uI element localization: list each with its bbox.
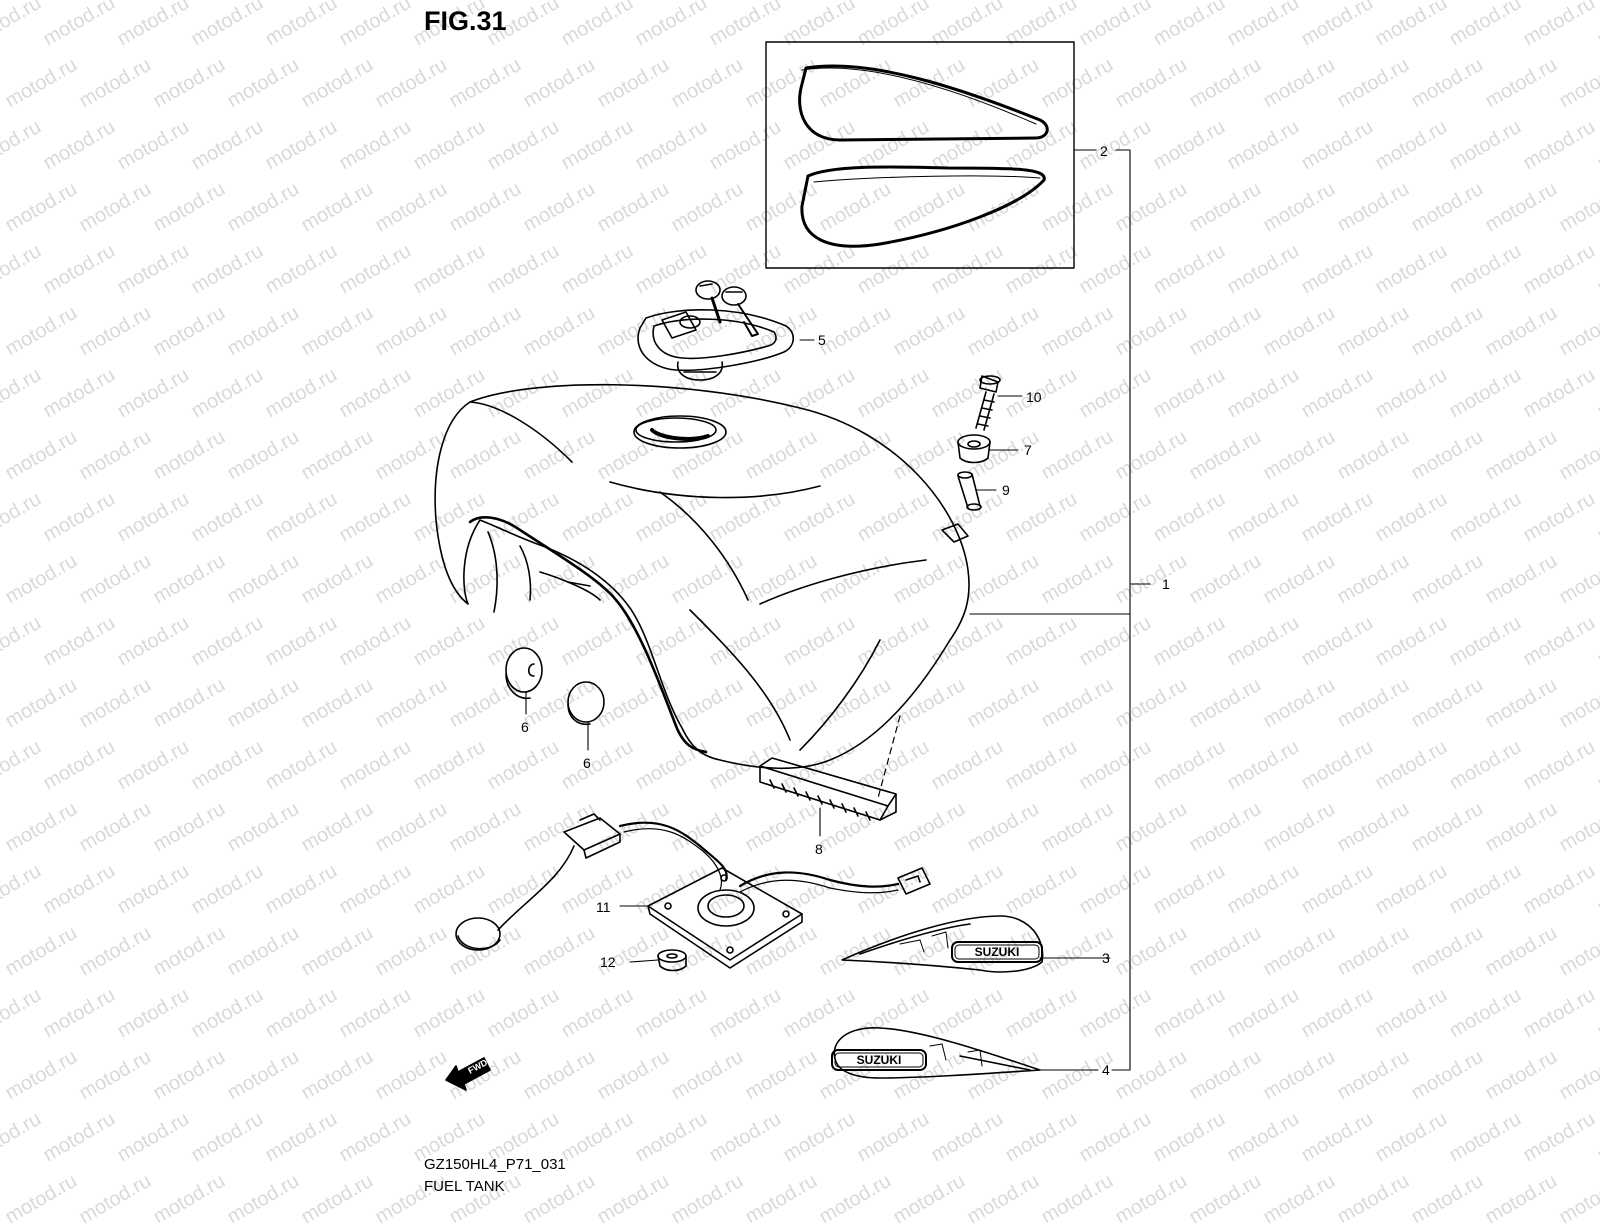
emblem-left: SUZUKI — [831, 1027, 1041, 1079]
rear-cushion — [759, 757, 897, 821]
fuel-tank — [434, 383, 970, 770]
emblem-right-text: SUZUKI — [975, 945, 1020, 959]
leader-lines — [525, 149, 1151, 1071]
fuel-level-gauge — [455, 813, 931, 969]
callout-4: 4 — [1102, 1062, 1110, 1078]
figure-title: FIG.31 — [424, 6, 507, 36]
mount-collar — [957, 471, 982, 511]
callout-5: 5 — [818, 332, 826, 348]
emblem-right: SUZUKI — [841, 915, 1044, 973]
mount-bolt — [975, 375, 1001, 431]
tank-pads-panel — [765, 41, 1075, 269]
exploded-view-drawing: SUZUKI SUZUKI FWD — [434, 41, 1151, 1091]
fwd-arrow-icon: FWD — [445, 1057, 491, 1091]
callout-6b: 6 — [583, 755, 591, 771]
callout-12: 12 — [600, 954, 616, 970]
gauge-nut — [657, 949, 687, 972]
diagram-code: GZ150HL4_P71_031 — [424, 1156, 566, 1173]
callout-10: 10 — [1026, 389, 1042, 405]
mount-cushion — [957, 434, 991, 464]
callout-7: 7 — [1024, 442, 1032, 458]
diagram-caption: FUEL TANK — [424, 1178, 505, 1195]
fuel-cap — [637, 280, 795, 381]
guide-line-8 — [877, 715, 901, 799]
callout-11: 11 — [596, 899, 611, 915]
tank-cushion-left — [505, 647, 543, 699]
callout-9: 9 — [1002, 482, 1010, 498]
tank-cushion-right — [567, 681, 605, 726]
callout-8: 8 — [815, 841, 823, 857]
emblem-left-text: SUZUKI — [857, 1053, 902, 1067]
callout-6a: 6 — [521, 719, 529, 735]
callout-1: 1 — [1162, 576, 1170, 592]
callout-2: 2 — [1100, 143, 1108, 159]
callout-3: 3 — [1102, 950, 1110, 966]
